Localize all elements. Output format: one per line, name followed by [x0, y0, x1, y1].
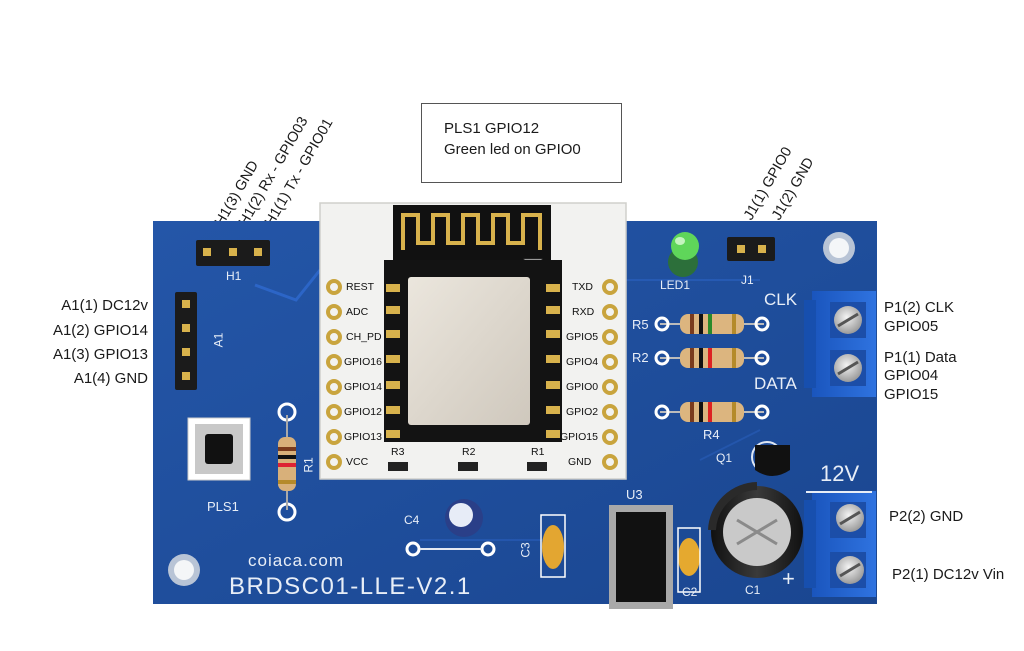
pin-left-5: GPIO14	[344, 381, 382, 393]
pin-left-8: VCC	[346, 456, 369, 468]
silk-data: DATA	[754, 374, 797, 393]
pin-right-2: RXD	[572, 306, 595, 318]
a1-1-label: A1(1) DC12v	[61, 297, 148, 314]
pin-right-4: GPIO4	[566, 356, 599, 368]
j1-header	[727, 237, 775, 261]
a1-4-label: A1(4) GND	[73, 370, 148, 387]
a1-2-label: A1(2) GPIO14	[52, 322, 148, 339]
silk-r5: R5	[632, 317, 649, 332]
note-line-2: Green led on GPIO0	[444, 141, 581, 158]
p1-2-gpio-label: GPIO05	[884, 318, 939, 335]
silk-plus: +	[782, 566, 795, 591]
c4-capacitor	[405, 499, 496, 557]
silk-brand: coiaca.com	[248, 551, 344, 570]
pin-left-6: GPIO12	[344, 406, 382, 418]
p1-1-gpio15-label: GPIO15	[884, 386, 939, 403]
silk-q1: Q1	[716, 451, 733, 465]
pin-left-7: GPIO13	[344, 431, 382, 443]
silk-c4: C4	[404, 513, 420, 527]
annotation-note: PLS1 GPIO12 Green led on GPIO0	[421, 103, 622, 183]
c3-capacitor	[540, 514, 566, 578]
silk-clk: CLK	[764, 290, 798, 309]
r5-resistor	[654, 314, 770, 334]
pin-left-3: CH_PD	[346, 331, 382, 343]
module-r2-label: R2	[462, 446, 476, 458]
p1-1-label: P1(1) Data	[884, 349, 957, 366]
module-r1-label: R1	[531, 446, 545, 458]
silk-led1: LED1	[660, 278, 691, 292]
p2-terminal-block	[804, 491, 876, 597]
p2-1-label: P2(1) DC12v Vin	[892, 566, 1005, 583]
p2-2-label: P2(2) GND	[889, 508, 964, 525]
p1-terminal-block	[804, 291, 876, 397]
mounting-hole-top-right	[823, 232, 855, 264]
c1-capacitor	[708, 482, 803, 578]
silk-c3: C3	[518, 542, 533, 558]
u3-regulator	[609, 505, 673, 609]
silk-a1: A1	[211, 332, 226, 348]
h1-header	[196, 240, 270, 266]
pin-right-3: GPIO5	[566, 331, 599, 343]
silk-12v: 12V	[820, 461, 860, 486]
a1-header	[175, 292, 197, 390]
pin-left-4: GPIO16	[344, 356, 382, 368]
pin-right-6: GPIO2	[566, 406, 599, 418]
module-r3-label: R3	[391, 446, 405, 458]
silk-r1: R1	[301, 457, 316, 473]
led1	[668, 232, 699, 277]
pin-left-1: REST	[346, 281, 375, 293]
pin-right-7: GPIO15	[560, 431, 598, 443]
silk-c1: C1	[745, 583, 761, 597]
silk-c2: C2	[682, 585, 698, 599]
r1-resistor	[277, 402, 297, 522]
pls1-button	[187, 417, 251, 481]
r2-resistor	[654, 348, 770, 368]
silk-u3: U3	[626, 487, 643, 502]
p1-1-gpio04-label: GPIO04	[884, 367, 939, 384]
silk-h1: H1	[226, 269, 242, 283]
mounting-hole-bottom-left	[168, 554, 200, 586]
silk-r2: R2	[632, 350, 649, 365]
q1-transistor	[751, 441, 790, 476]
pin-right-1: TXD	[572, 281, 593, 293]
silk-r4: R4	[703, 427, 720, 442]
pin-left-2: ADC	[346, 306, 369, 318]
esp-module-carrier	[319, 202, 627, 480]
pin-right-8: GND	[568, 456, 592, 468]
note-line-1: PLS1 GPIO12	[444, 120, 540, 137]
silk-pls1: PLS1	[207, 499, 239, 514]
a1-3-label: A1(3) GPIO13	[52, 346, 148, 363]
r4-resistor	[654, 402, 770, 422]
c2-capacitor	[677, 527, 701, 593]
pin-right-5: GPIO0	[566, 381, 599, 393]
silk-board-id: BRDSC01-LLE-V2.1	[229, 573, 472, 600]
p1-2-label: P1(2) CLK	[884, 299, 955, 316]
silk-j1: J1	[741, 273, 754, 287]
